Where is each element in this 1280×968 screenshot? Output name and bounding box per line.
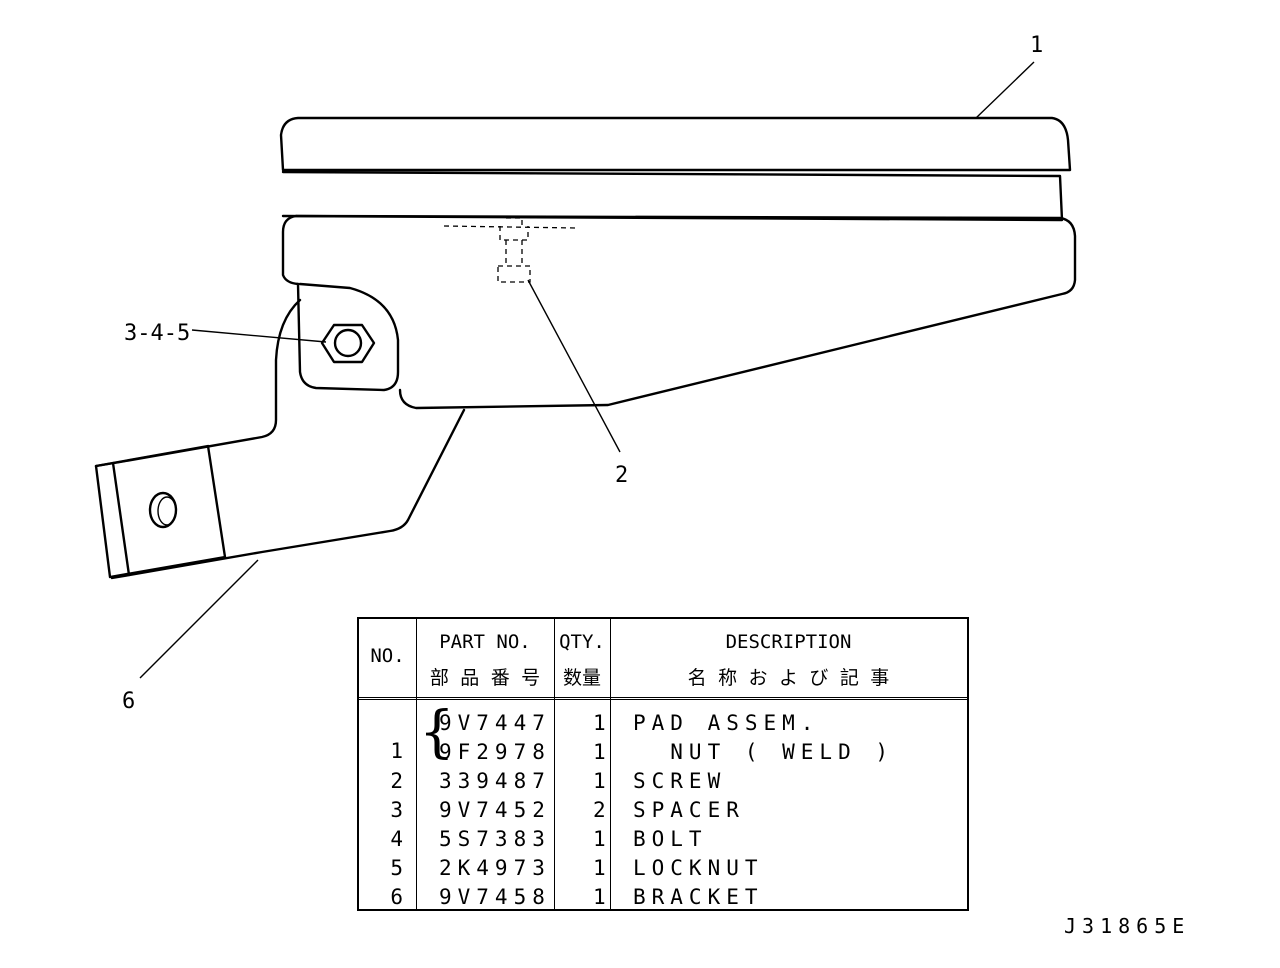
row-description: BRACKET (633, 885, 764, 909)
bracket-tab (94, 444, 227, 579)
row-description: SCREW (633, 769, 727, 793)
row-description: PAD ASSEM. (633, 711, 820, 735)
row-part-no: 9V7447 (439, 711, 551, 735)
row-part-no: 9F2978 (439, 740, 551, 764)
row-no: 2 (390, 769, 409, 793)
row-qty: 1 (593, 740, 612, 764)
table-row: 5 2K4973 1 LOCKNUT (359, 854, 967, 883)
header-part-no: PART NO. (439, 631, 531, 653)
header-no: NO. (370, 645, 405, 667)
row-no: 5 (390, 856, 409, 880)
header-part-no-jp: 部 品 番 号 (429, 667, 541, 689)
row-no: 4 (390, 827, 409, 851)
callout-6: 6 (122, 689, 135, 714)
callout-2: 2 (615, 463, 628, 488)
pad-middle-band (281, 170, 1064, 222)
leader-6 (139, 559, 259, 679)
row-description: NUT ( WELD ) (633, 740, 895, 764)
row-description: SPACER (633, 798, 745, 822)
row-qty: 2 (593, 798, 612, 822)
mounting-ear (296, 282, 400, 392)
row-description: BOLT (633, 827, 708, 851)
header-description-jp: 名 称 お よ び 記 事 (687, 667, 890, 689)
row-no: 3 (390, 798, 409, 822)
table-row: 4 5S7383 1 BOLT (359, 825, 967, 854)
row-1-brace: { (419, 700, 455, 765)
table-row: 3 9V7452 2 SPACER (359, 796, 967, 825)
row-part-no: 339487 (439, 769, 551, 793)
row-description: LOCKNUT (633, 856, 764, 880)
header-qty: QTY. (559, 631, 605, 653)
pad-lower-body (281, 214, 1077, 410)
table-row: 1 9V7447 1 PAD ASSEM. (359, 709, 967, 763)
row-part-no: 2K4973 (439, 856, 551, 880)
leader-345 (191, 329, 327, 343)
bracket-arm (94, 298, 466, 580)
col-divider-part (554, 619, 555, 909)
pad-top-band (279, 116, 1072, 172)
hex-nut (320, 323, 376, 364)
leader-1 (975, 61, 1035, 119)
col-divider-no (416, 619, 417, 909)
header-qty-jp: 数量 (562, 667, 601, 689)
table-row: 9F2978 1 NUT ( WELD ) (359, 738, 967, 767)
row-qty: 1 (593, 711, 612, 735)
row-qty: 1 (593, 769, 612, 793)
row-qty: 1 (593, 885, 612, 909)
callout-1: 1 (1030, 33, 1043, 58)
row-part-no: 9V7458 (439, 885, 551, 909)
table-row: 2 339487 1 SCREW (359, 767, 967, 796)
row-qty: 1 (593, 856, 612, 880)
bolt-head (333, 328, 363, 358)
row-no: 1 (390, 739, 409, 763)
col-divider-qty (610, 619, 611, 909)
bracket-hole-inner (157, 496, 177, 526)
row-part-no: 9V7452 (439, 798, 551, 822)
row-part-no: 5S7383 (439, 827, 551, 851)
leader-2 (527, 279, 621, 453)
header-description: DESCRIPTION (725, 631, 852, 653)
parts-table-header (359, 619, 967, 700)
hidden-screw (443, 217, 577, 283)
drawing-code: J31865E (1064, 914, 1191, 938)
table-row: 6 9V7458 1 BRACKET (359, 883, 967, 912)
row-no: 6 (390, 885, 409, 909)
row-qty: 1 (593, 827, 612, 851)
callout-3-4-5: 3-4-5 (124, 321, 190, 346)
parts-table: NO. PART NO. 部 品 番 号 QTY. 数量 DESCRIPTION… (357, 617, 969, 911)
